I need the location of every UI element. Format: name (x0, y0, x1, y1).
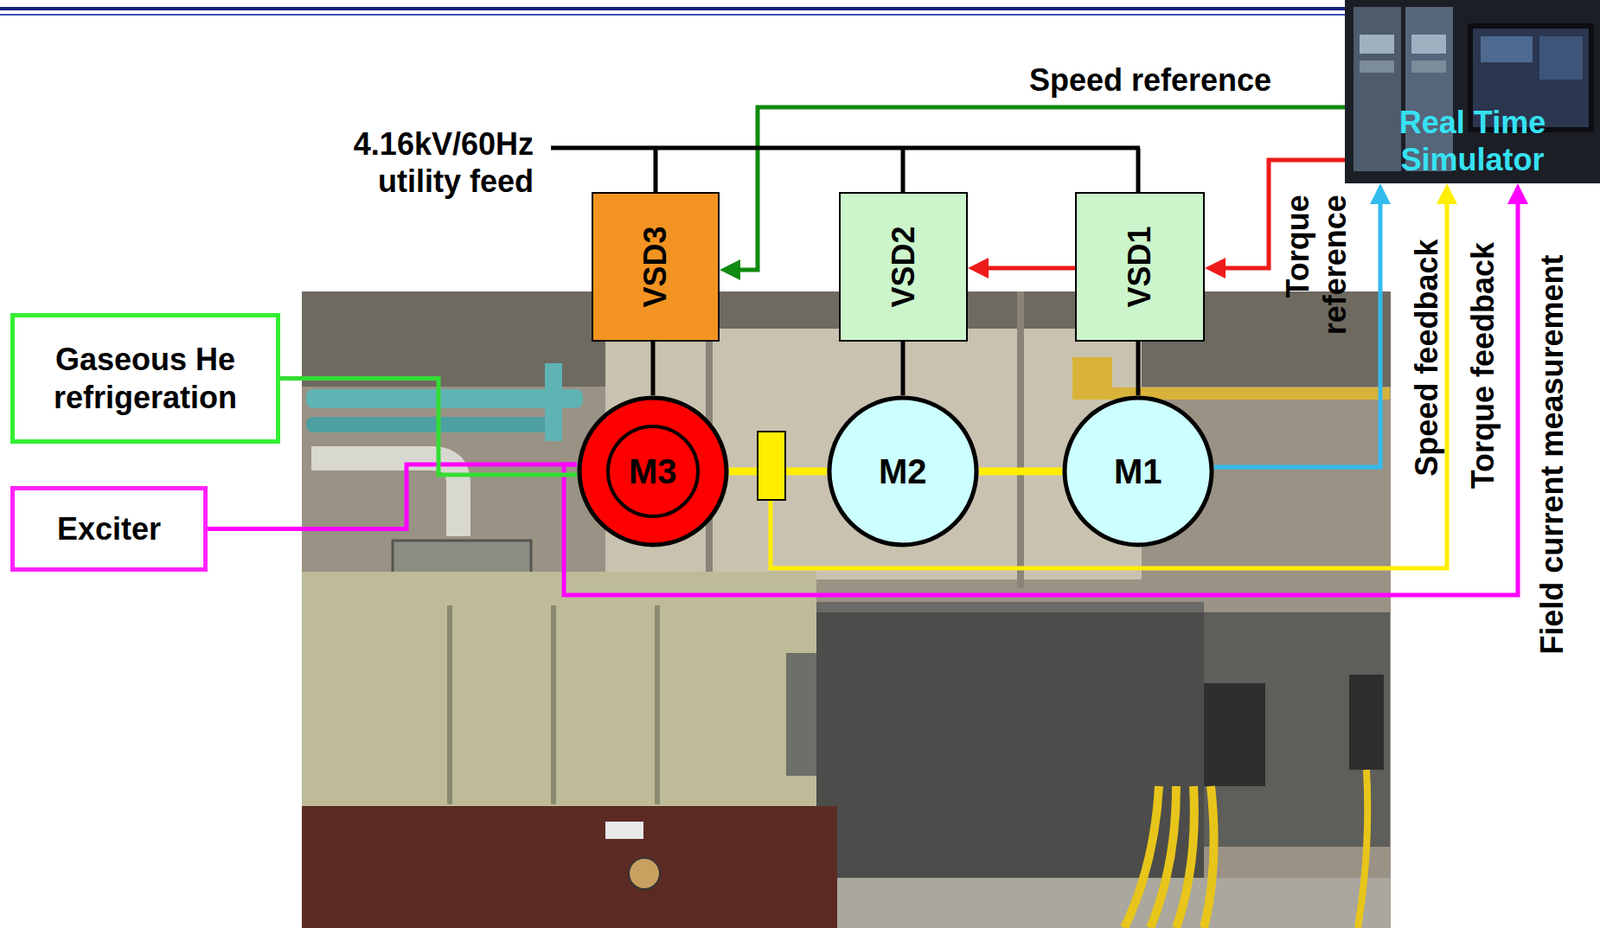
motor-circle: M1 (1062, 395, 1215, 548)
node-label: Gaseous He refrigeration (25, 340, 266, 416)
teal-pipe (544, 363, 563, 442)
rack-module (1411, 34, 1447, 54)
monitor-window (1539, 36, 1583, 80)
generator-base (301, 806, 838, 928)
terminal-box (1203, 683, 1266, 787)
drive-label: VSD2 (884, 226, 922, 308)
header-rule (0, 13, 1345, 16)
simulator-photo (1344, 0, 1600, 184)
motor-label: M1 (1113, 450, 1163, 493)
photo-floor (837, 877, 1391, 928)
bus-drop (1136, 147, 1141, 192)
signal-connector (979, 467, 1063, 476)
photo-ground (301, 291, 1391, 928)
signal-label: Torque reference (1279, 194, 1354, 359)
teal-pipe (306, 416, 549, 433)
yellow-cable (1203, 786, 1215, 928)
yellow-cable (1150, 786, 1177, 928)
rotor-circle (608, 426, 698, 517)
crane-beam (1072, 387, 1390, 400)
signal-label: Torque feedback (1464, 241, 1502, 488)
motor-label: M3 (628, 450, 678, 493)
housing-rib (550, 605, 557, 805)
bus-drop (901, 147, 906, 192)
node-label: Real Time Simulator (1364, 103, 1581, 179)
arrow-head (1204, 257, 1226, 279)
arrow-head (1436, 183, 1458, 205)
motor-housing (1203, 612, 1390, 847)
signal-label: Speed reference (1029, 61, 1272, 99)
arrow-head (1369, 183, 1391, 205)
drive-box: VSD1 (1075, 192, 1205, 342)
node-label: Exciter (57, 510, 161, 548)
arrow-head (719, 259, 741, 281)
arrow-head (967, 257, 989, 279)
signal-connector (651, 341, 656, 396)
signal-connector (729, 107, 1345, 270)
photo-wall (605, 328, 1142, 580)
terminal-box (1349, 674, 1384, 770)
drive-label: VSD1 (1120, 226, 1159, 308)
bus-drop (653, 147, 659, 192)
signal-label: Speed feedback (1408, 238, 1446, 476)
rack-module (1411, 60, 1447, 73)
generator-housing (301, 571, 817, 817)
yellow-cable (1357, 769, 1368, 928)
drive-box: VSD2 (838, 192, 968, 342)
emblem (628, 857, 660, 890)
utility-bus (550, 146, 1140, 151)
drive-box: VSD3 (591, 192, 720, 342)
housing-rib (654, 605, 660, 805)
motor-label: M2 (878, 450, 928, 493)
motor-housing (816, 601, 1204, 889)
rack-panel (1353, 6, 1402, 172)
header-rule (0, 6, 1345, 11)
motor-circle: M3 (576, 395, 730, 548)
signal-label: Field current measurement (1533, 254, 1571, 654)
rack-module (1359, 60, 1395, 73)
callout-box: Exciter (10, 486, 208, 572)
callout-box: Gaseous He refrigeration (10, 313, 281, 444)
yellow-cable (1176, 786, 1195, 928)
signal-connector (1136, 341, 1141, 396)
rack-module (1359, 34, 1395, 54)
signal-connector (901, 341, 906, 396)
housing-rib (447, 605, 453, 805)
motor-circle-outline (1064, 397, 1212, 545)
photo-beam (1017, 291, 1024, 589)
monitor-window (1480, 36, 1533, 63)
signal-connector (1214, 193, 1381, 468)
signal-connector (280, 378, 577, 476)
drive-label: VSD3 (636, 226, 674, 308)
name-plate (605, 821, 644, 839)
teal-pipe (306, 389, 583, 409)
crane-trolley (1072, 357, 1113, 388)
torque-coupling (757, 431, 786, 500)
supply-label: 4.16kV/60Hz utility feed (274, 125, 534, 200)
motor-circle-outline (579, 397, 727, 545)
simulator-node: Real Time Simulator (1344, 0, 1600, 184)
signal-connector (978, 266, 1076, 271)
motor-housing-edge (816, 601, 1204, 613)
motor-circle-outline (829, 397, 977, 545)
arrow-head (1507, 183, 1529, 205)
motor-circle: M2 (826, 395, 980, 548)
